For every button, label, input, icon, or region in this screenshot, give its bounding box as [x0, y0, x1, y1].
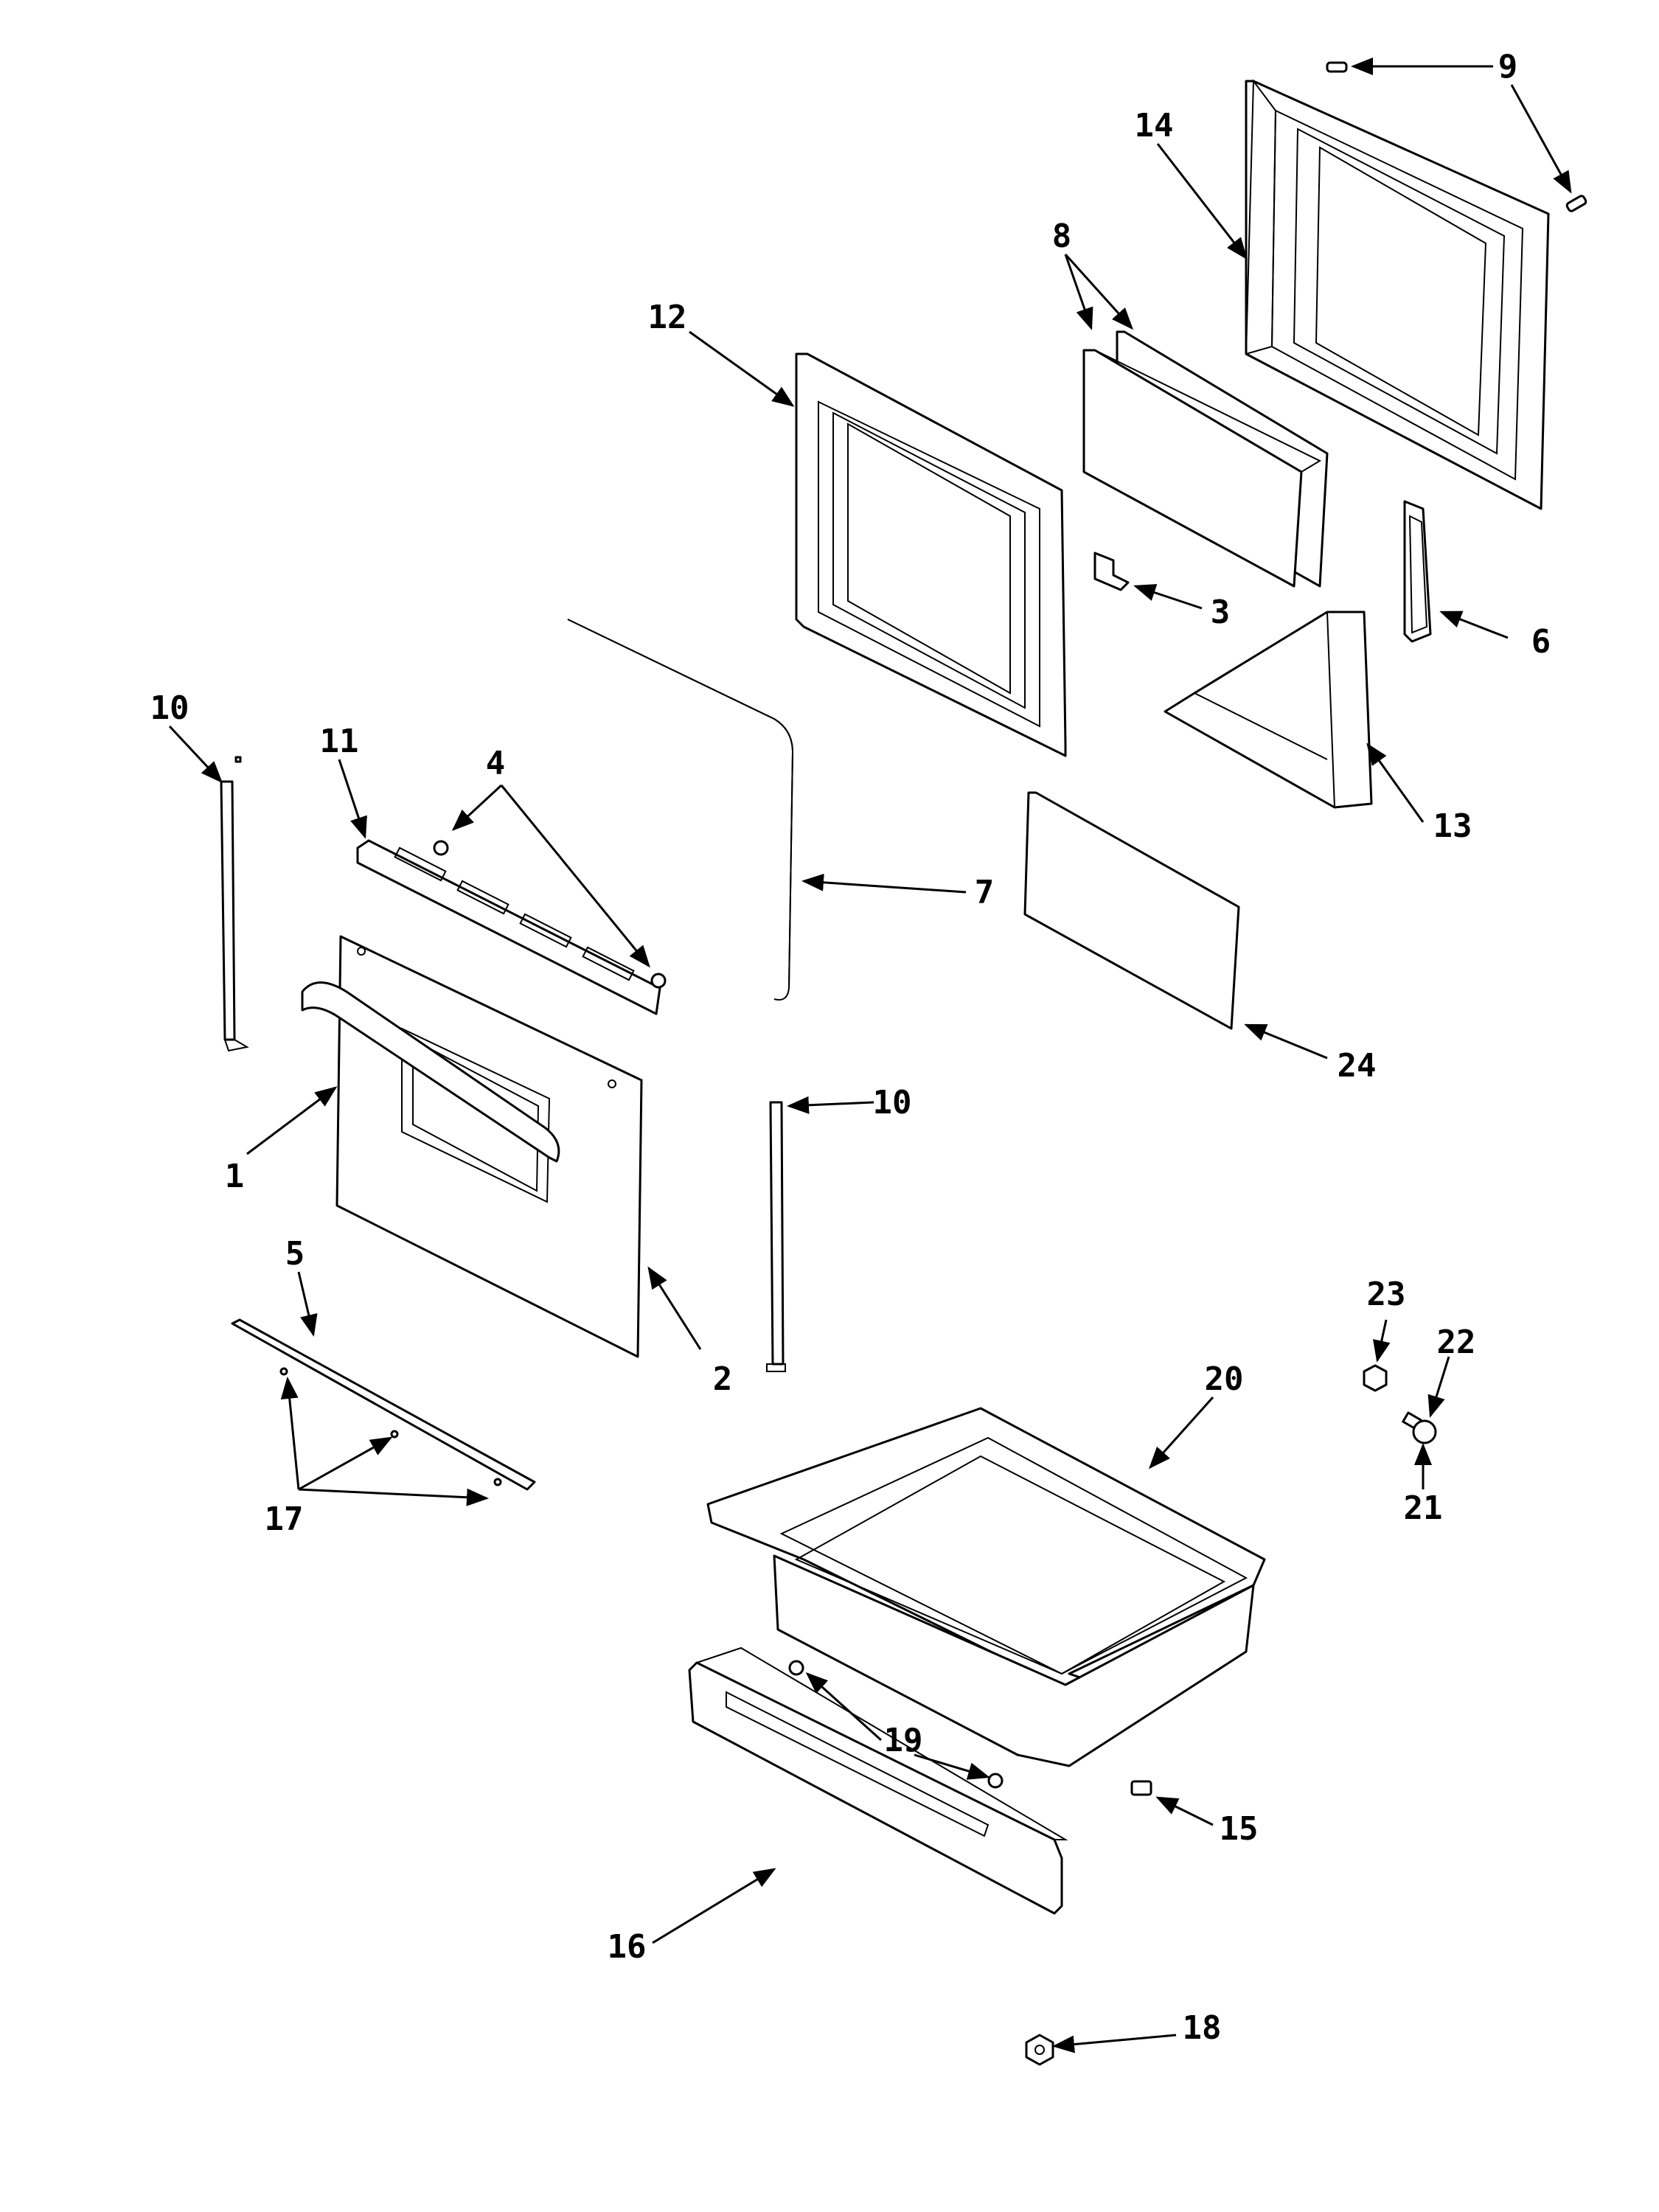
part-16-drawer-front: [688, 1646, 1068, 1915]
part-22-glide-bolt: [1402, 1411, 1437, 1444]
part-15-clip: [1130, 1780, 1152, 1796]
part-19-screws: [788, 1660, 1004, 1789]
part-13-insulation: [1164, 611, 1373, 809]
part-24-glass-panel: [1023, 791, 1240, 1030]
callout-labels: 1 2 3 4 5 6 7 8 9 10 10 11 12 13 14 15 1…: [150, 48, 1551, 2047]
part-5-bottom-trim: [231, 1318, 536, 1491]
part-3-bracket: [1093, 552, 1130, 591]
callout-12: 12: [648, 299, 687, 336]
callout-13: 13: [1433, 807, 1472, 845]
callout-7: 7: [975, 874, 995, 911]
leader-lines: [168, 58, 1572, 2053]
part-2-outer-door: [335, 935, 643, 1358]
callout-1: 1: [225, 1158, 245, 1195]
callout-9: 9: [1498, 48, 1518, 86]
callout-22: 22: [1437, 1324, 1476, 1361]
callout-21: 21: [1404, 1489, 1443, 1527]
callout-24: 24: [1338, 1047, 1377, 1085]
callout-10-left: 10: [150, 689, 189, 727]
part-12-inner-door-panel: [795, 352, 1067, 757]
callout-10-right: 10: [873, 1084, 912, 1121]
callout-8: 8: [1052, 218, 1072, 255]
callout-6: 6: [1531, 623, 1551, 661]
callout-2: 2: [713, 1360, 733, 1398]
part-18-nut: [1025, 2034, 1054, 2066]
callout-18: 18: [1183, 2009, 1222, 2047]
part-10-left-trim-strip: [220, 756, 249, 1052]
callout-14: 14: [1135, 107, 1174, 145]
part-9-screws: [1326, 61, 1587, 212]
callout-15: 15: [1220, 1810, 1259, 1848]
part-17-screws: [279, 1367, 502, 1486]
part-11-vent-trim: [356, 839, 661, 1015]
callout-19: 19: [884, 1722, 923, 1759]
callout-20: 20: [1205, 1360, 1244, 1398]
callout-4: 4: [486, 745, 506, 782]
callout-16: 16: [608, 1928, 647, 1966]
callout-17: 17: [265, 1500, 304, 1538]
part-4-screws: [433, 840, 667, 989]
part-14-outer-door-frame: [1245, 79, 1550, 510]
part-23-nut: [1363, 1364, 1388, 1392]
part-6-hinge-bracket: [1403, 500, 1432, 643]
part-1-door-handle: [301, 981, 560, 1163]
part-10-right-trim-strip: [766, 1101, 786, 1372]
callout-23: 23: [1367, 1276, 1406, 1313]
part-20-drawer-tray: [706, 1407, 1266, 1767]
callout-11: 11: [320, 723, 359, 760]
callout-5: 5: [285, 1235, 305, 1273]
part-7-gasket: [567, 619, 794, 1001]
callout-3: 3: [1211, 594, 1231, 631]
part-8-glass-panels: [1082, 330, 1329, 588]
